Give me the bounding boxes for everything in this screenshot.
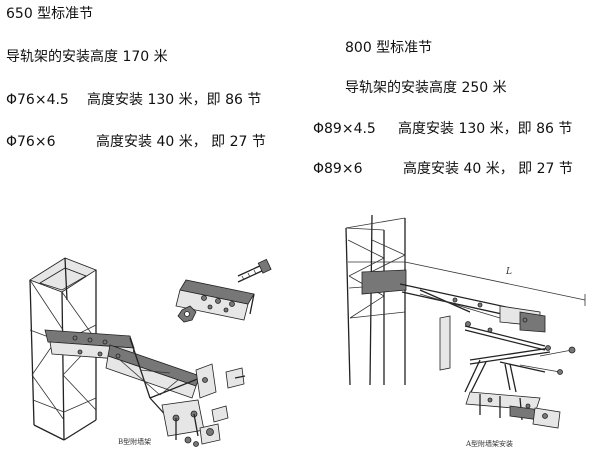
right-install-height: 导轨架的安装高度 250 米	[345, 80, 507, 96]
bottom-plate	[465, 391, 561, 429]
right-spec2-desc: 高度安装 40 米， 即 27 节	[403, 161, 573, 177]
mast-tower	[345, 214, 407, 386]
left-figure-caption: B型附墙架	[118, 438, 152, 446]
left-title: 650 型标准节	[6, 6, 94, 22]
right-spec1-size: Φ89×4.5	[313, 121, 376, 137]
mast-section	[29, 257, 97, 441]
left-install-height: 导轨架的安装高度 170 米	[6, 49, 168, 65]
right-title: 800 型标准节	[345, 40, 433, 56]
lower-frame	[439, 315, 576, 395]
right-spec1-desc: 高度安装 130 米，即 86 节	[398, 121, 573, 137]
left-spec2-desc: 高度安装 40 米， 即 27 节	[96, 134, 266, 150]
right-spec2-size: Φ89×6	[313, 161, 363, 177]
left-spec1-size: Φ76×4.5	[6, 92, 69, 108]
left-spec1-desc: 高度安装 130 米，即 86 节	[87, 92, 262, 108]
bracket-arms	[399, 283, 546, 333]
left-spec2-size: Φ76×6	[6, 134, 56, 150]
right-figure-caption: A型附墙架安装	[466, 440, 514, 448]
dimension-line	[404, 256, 586, 306]
dimension-label: L	[506, 267, 512, 277]
bracket-arm	[44, 329, 217, 421]
channel-and-bolt	[175, 258, 272, 323]
wall-plate-bottom	[161, 367, 246, 447]
